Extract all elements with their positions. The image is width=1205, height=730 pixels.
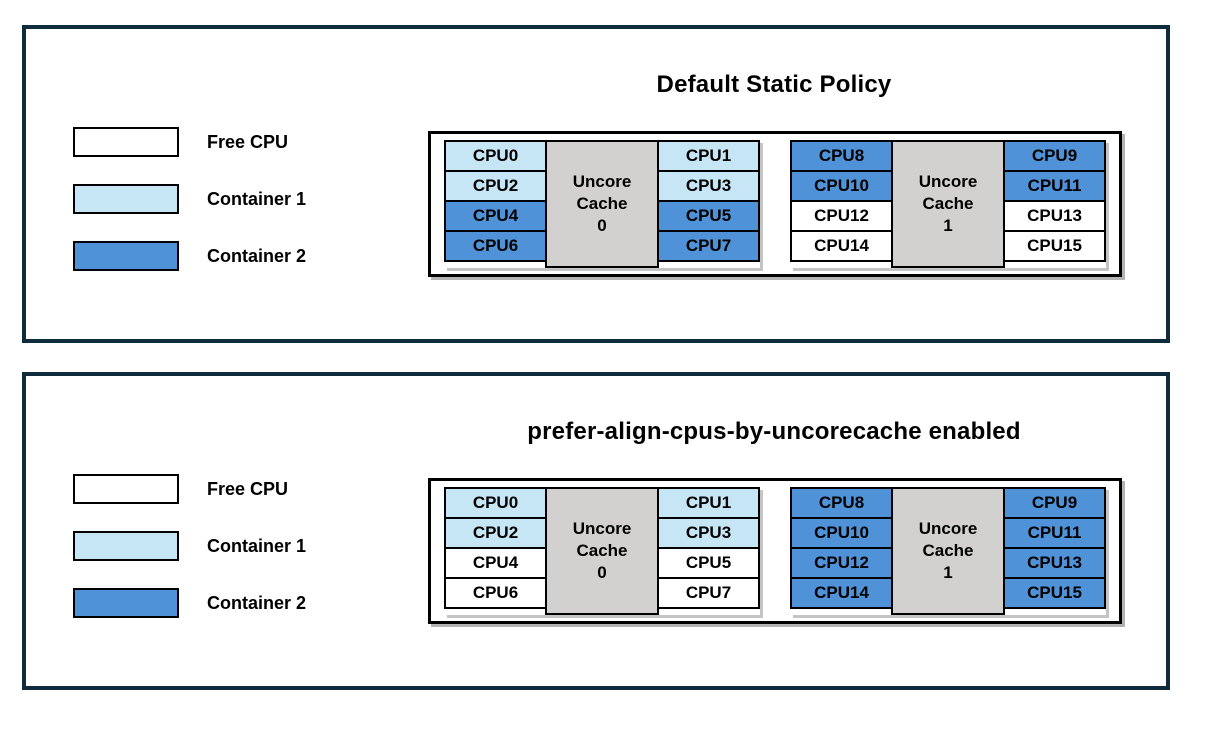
cpu-cell: CPU15: [1003, 577, 1106, 609]
cpu-cell: CPU6: [444, 230, 547, 262]
legend-item-container-2: Container 2: [73, 588, 306, 618]
uncore-cache-label-line: Cache: [576, 193, 628, 213]
cpu-column-left: CPU0 CPU2 CPU4 CPU6: [444, 487, 547, 615]
legend-swatch-container-1: [73, 531, 179, 561]
legend-label-container-2: Container 2: [207, 592, 307, 613]
cpu-cell: CPU10: [790, 517, 893, 549]
cpu-cell: CPU8: [790, 140, 893, 172]
cpu-column-left: CPU0 CPU2 CPU4 CPU6: [444, 140, 547, 268]
cpu-cell: CPU1: [657, 140, 760, 172]
cpu-column-right: CPU1 CPU3 CPU5 CPU7: [657, 487, 760, 615]
cpu-diagram: CPU0 CPU2 CPU4 CPU6 Uncore Cache 0 CPU1 …: [428, 131, 1122, 277]
legend-item-container-1: Container 1: [73, 531, 306, 561]
cpu-cell: CPU14: [790, 577, 893, 609]
panel-prefer-align-uncorecache: prefer-align-cpus-by-uncorecache enabled…: [22, 372, 1170, 690]
uncore-cache-label-line: 1: [943, 216, 953, 236]
cpu-cell: CPU1: [657, 487, 760, 519]
uncore-cache-label-line: Uncore: [918, 518, 978, 538]
cpu-cell: CPU7: [657, 577, 760, 609]
legend-label-container-1: Container 1: [207, 535, 307, 556]
uncore-cache-0-box: Uncore Cache 0: [545, 140, 659, 268]
uncore-cache-label-line: Cache: [576, 540, 628, 560]
uncore-cache-label-line: Uncore: [572, 171, 632, 191]
cpu-cell: CPU9: [1003, 487, 1106, 519]
panel-title: Default Static Policy: [656, 71, 892, 98]
uncore-cache-label-line: Cache: [922, 540, 974, 560]
legend-label-container-1: Container 1: [207, 188, 307, 209]
legend-item-free-cpu: Free CPU: [73, 127, 306, 157]
cpu-cell: CPU7: [657, 230, 760, 262]
legend: Free CPU Container 1 Container 2: [73, 474, 306, 618]
cpu-cell: CPU2: [444, 170, 547, 202]
panel-title: prefer-align-cpus-by-uncorecache enabled: [527, 418, 1021, 445]
cpu-column-left: CPU8 CPU10 CPU12 CPU14: [790, 140, 893, 268]
cpu-cell: CPU11: [1003, 170, 1106, 202]
cpu-column-left: CPU8 CPU10 CPU12 CPU14: [790, 487, 893, 615]
cpu-cell: CPU0: [444, 140, 547, 172]
cpu-cell: CPU9: [1003, 140, 1106, 172]
cpu-column-right: CPU9 CPU11 CPU13 CPU15: [1003, 487, 1106, 615]
uncore-group-0: CPU0 CPU2 CPU4 CPU6 Uncore Cache 0 CPU1 …: [444, 487, 760, 615]
cpu-cell: CPU5: [657, 547, 760, 579]
cpu-cell: CPU10: [790, 170, 893, 202]
uncore-cache-label-line: 0: [597, 563, 607, 583]
cpu-cell: CPU3: [657, 170, 760, 202]
legend-label-free-cpu: Free CPU: [207, 131, 289, 152]
legend-swatch-container-2: [73, 241, 179, 271]
panel-default-static-policy: Default Static Policy Free CPU Container…: [22, 25, 1170, 343]
uncore-cache-label-line: Uncore: [572, 518, 632, 538]
cpu-cell: CPU13: [1003, 200, 1106, 232]
cpu-cell: CPU4: [444, 200, 547, 232]
legend-swatch-container-2: [73, 588, 179, 618]
cpu-cell: CPU6: [444, 577, 547, 609]
cpu-cell: CPU11: [1003, 517, 1106, 549]
uncore-cache-0-box: Uncore Cache 0: [545, 487, 659, 615]
uncore-cache-label-line: Uncore: [918, 171, 978, 191]
legend-item-container-1: Container 1: [73, 184, 306, 214]
uncore-cache-label-line: 0: [597, 216, 607, 236]
uncore-cache-label-line: Cache: [922, 193, 974, 213]
legend-swatch-free-cpu: [73, 474, 179, 504]
legend: Free CPU Container 1 Container 2: [73, 127, 306, 271]
cpu-diagram: CPU0 CPU2 CPU4 CPU6 Uncore Cache 0 CPU1 …: [428, 478, 1122, 624]
cpu-column-right: CPU1 CPU3 CPU5 CPU7: [657, 140, 760, 268]
uncore-group-0: CPU0 CPU2 CPU4 CPU6 Uncore Cache 0 CPU1 …: [444, 140, 760, 268]
uncore-group-1: CPU8 CPU10 CPU12 CPU14 Uncore Cache 1 CP…: [790, 487, 1106, 615]
cpu-cell: CPU13: [1003, 547, 1106, 579]
legend-swatch-container-1: [73, 184, 179, 214]
legend-label-container-2: Container 2: [207, 245, 307, 266]
cpu-cell: CPU8: [790, 487, 893, 519]
uncore-group-1: CPU8 CPU10 CPU12 CPU14 Uncore Cache 1 CP…: [790, 140, 1106, 268]
cpu-cell: CPU12: [790, 200, 893, 232]
uncore-cache-1-box: Uncore Cache 1: [891, 487, 1005, 615]
legend-label-free-cpu: Free CPU: [207, 478, 289, 499]
cpu-cell: CPU0: [444, 487, 547, 519]
uncore-cache-label-line: 1: [943, 563, 953, 583]
legend-item-container-2: Container 2: [73, 241, 306, 271]
legend-swatch-free-cpu: [73, 127, 179, 157]
cpu-cell: CPU3: [657, 517, 760, 549]
uncore-cache-1-box: Uncore Cache 1: [891, 140, 1005, 268]
cpu-cell: CPU4: [444, 547, 547, 579]
cpu-cell: CPU15: [1003, 230, 1106, 262]
cpu-cell: CPU14: [790, 230, 893, 262]
legend-item-free-cpu: Free CPU: [73, 474, 306, 504]
cpu-cell: CPU12: [790, 547, 893, 579]
cpu-column-right: CPU9 CPU11 CPU13 CPU15: [1003, 140, 1106, 268]
cpu-cell: CPU5: [657, 200, 760, 232]
cpu-cell: CPU2: [444, 517, 547, 549]
